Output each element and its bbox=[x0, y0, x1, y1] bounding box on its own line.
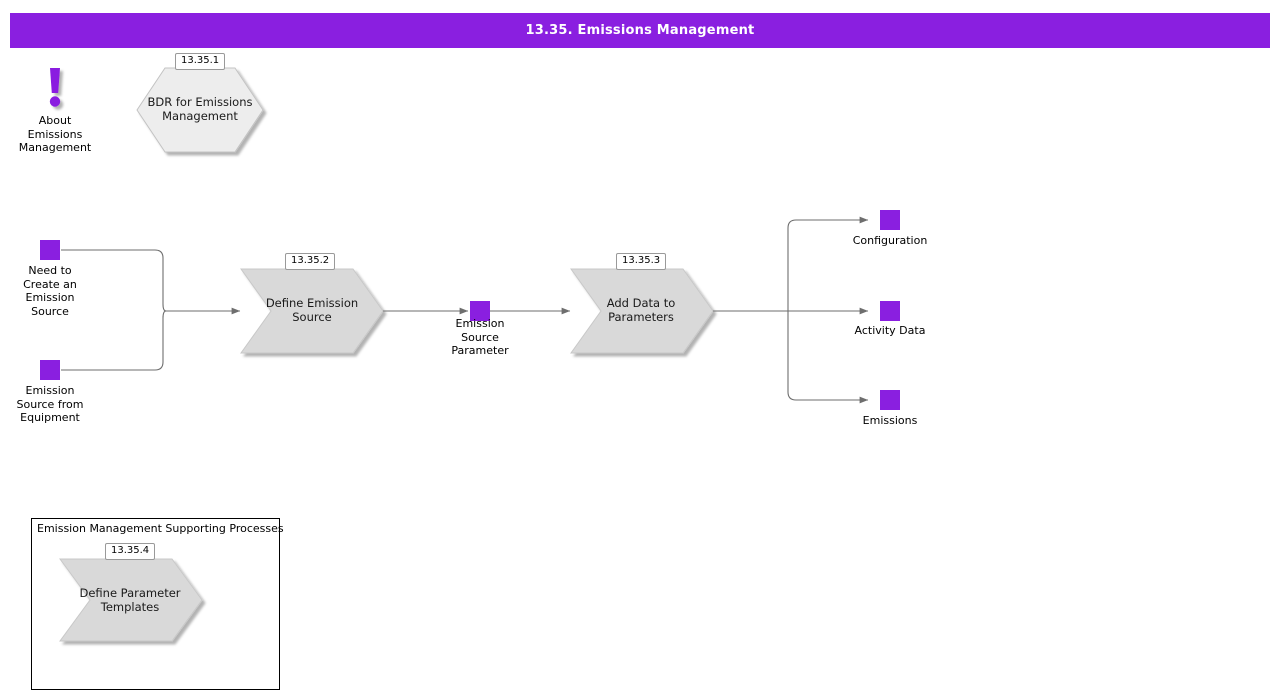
node-activity-data[interactable] bbox=[880, 301, 903, 324]
chevron-define-parameter-templates[interactable] bbox=[59, 558, 203, 642]
badge-13-35-4: 13.35.4 bbox=[105, 543, 156, 560]
exclamation-icon bbox=[49, 68, 61, 107]
badge-13-35-1: 13.35.1 bbox=[175, 53, 226, 70]
group-title-supporting-processes: Emission Management Supporting Processes bbox=[37, 522, 284, 535]
group-box-supporting-processes bbox=[31, 518, 280, 690]
page-title: 13.35. Emissions Management bbox=[525, 23, 755, 38]
hexagon-bdr-for-emissions-management[interactable] bbox=[136, 67, 264, 153]
connector-group-right-branch bbox=[713, 216, 869, 404]
node-emissions[interactable] bbox=[880, 390, 903, 413]
node-configuration[interactable] bbox=[880, 210, 903, 233]
node-emission-source-parameter[interactable] bbox=[470, 301, 493, 324]
badge-13-35-2: 13.35.2 bbox=[285, 253, 336, 270]
node-need-to-create-an-emission-source[interactable] bbox=[40, 240, 63, 263]
connector-group-left-merge bbox=[61, 249, 241, 371]
chevron-add-data-to-parameters[interactable] bbox=[570, 268, 714, 354]
node-emission-source-from-equipment[interactable] bbox=[40, 360, 63, 383]
badge-13-35-3: 13.35.3 bbox=[616, 253, 667, 270]
page-title-bar: 13.35. Emissions Management bbox=[10, 13, 1270, 48]
chevron-define-emission-source[interactable] bbox=[240, 268, 384, 354]
